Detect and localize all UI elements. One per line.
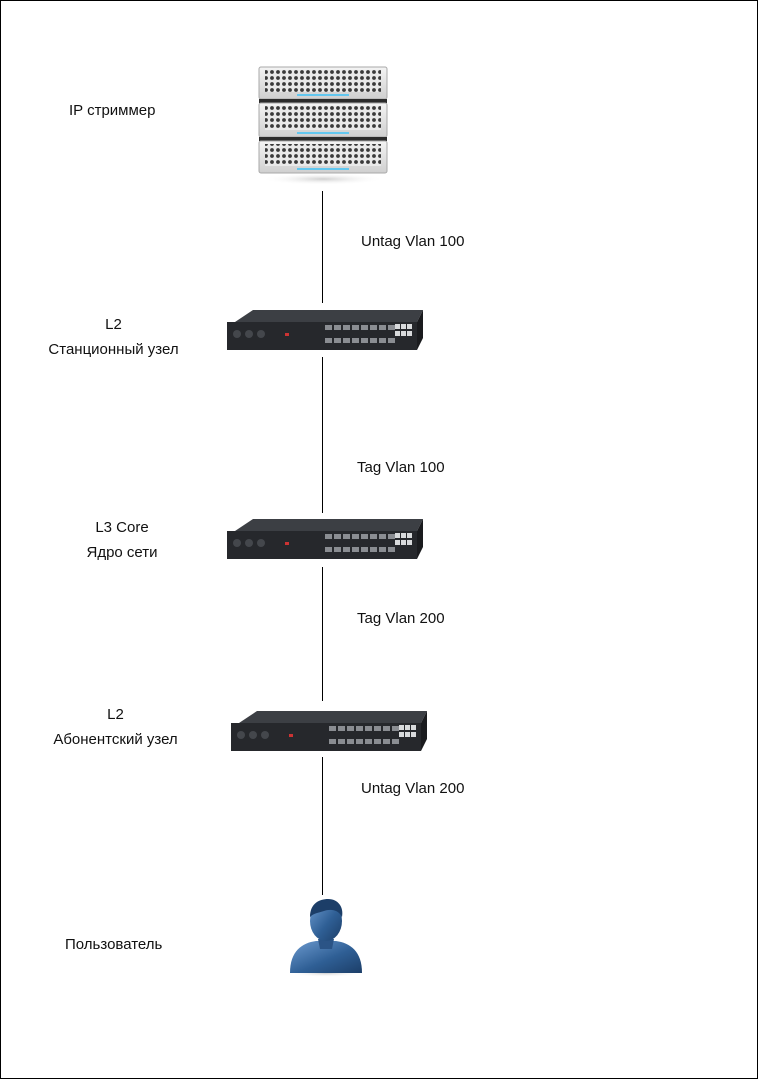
link-line-subscriber-user [322,757,323,895]
station-level-text: L2 [105,316,122,333]
user-avatar-icon [288,899,364,977]
station-label: L2 Станционный узел [41,312,186,362]
network-switch-icon-core [227,519,423,559]
network-switch-icon-station [227,310,423,350]
core-level-text: L3 Core [95,519,149,536]
link-line-station-core [322,357,323,513]
link-label-subscriber-user: Untag Vlan 200 [361,780,465,797]
link-label-station-core: Tag Vlan 100 [357,459,445,476]
link-line-streamer-station [322,191,323,303]
station-name-text: Станционный узел [48,341,179,358]
network-switch-icon-subscriber [231,711,427,751]
streamer-label: IP стриммер [69,102,156,119]
server-rack-icon [258,66,388,185]
link-label-streamer-station: Untag Vlan 100 [361,233,465,250]
core-name-text: Ядро сети [86,544,158,561]
subscriber-name-text: Абонентский узел [53,731,178,748]
user-label: Пользователь [65,936,163,953]
core-label: L3 Core Ядро сети [57,515,187,565]
subscriber-level-text: L2 [107,706,124,723]
subscriber-label: L2 Абонентский узел [43,702,188,752]
link-label-core-subscriber: Tag Vlan 200 [357,610,445,627]
link-line-core-subscriber [322,567,323,701]
